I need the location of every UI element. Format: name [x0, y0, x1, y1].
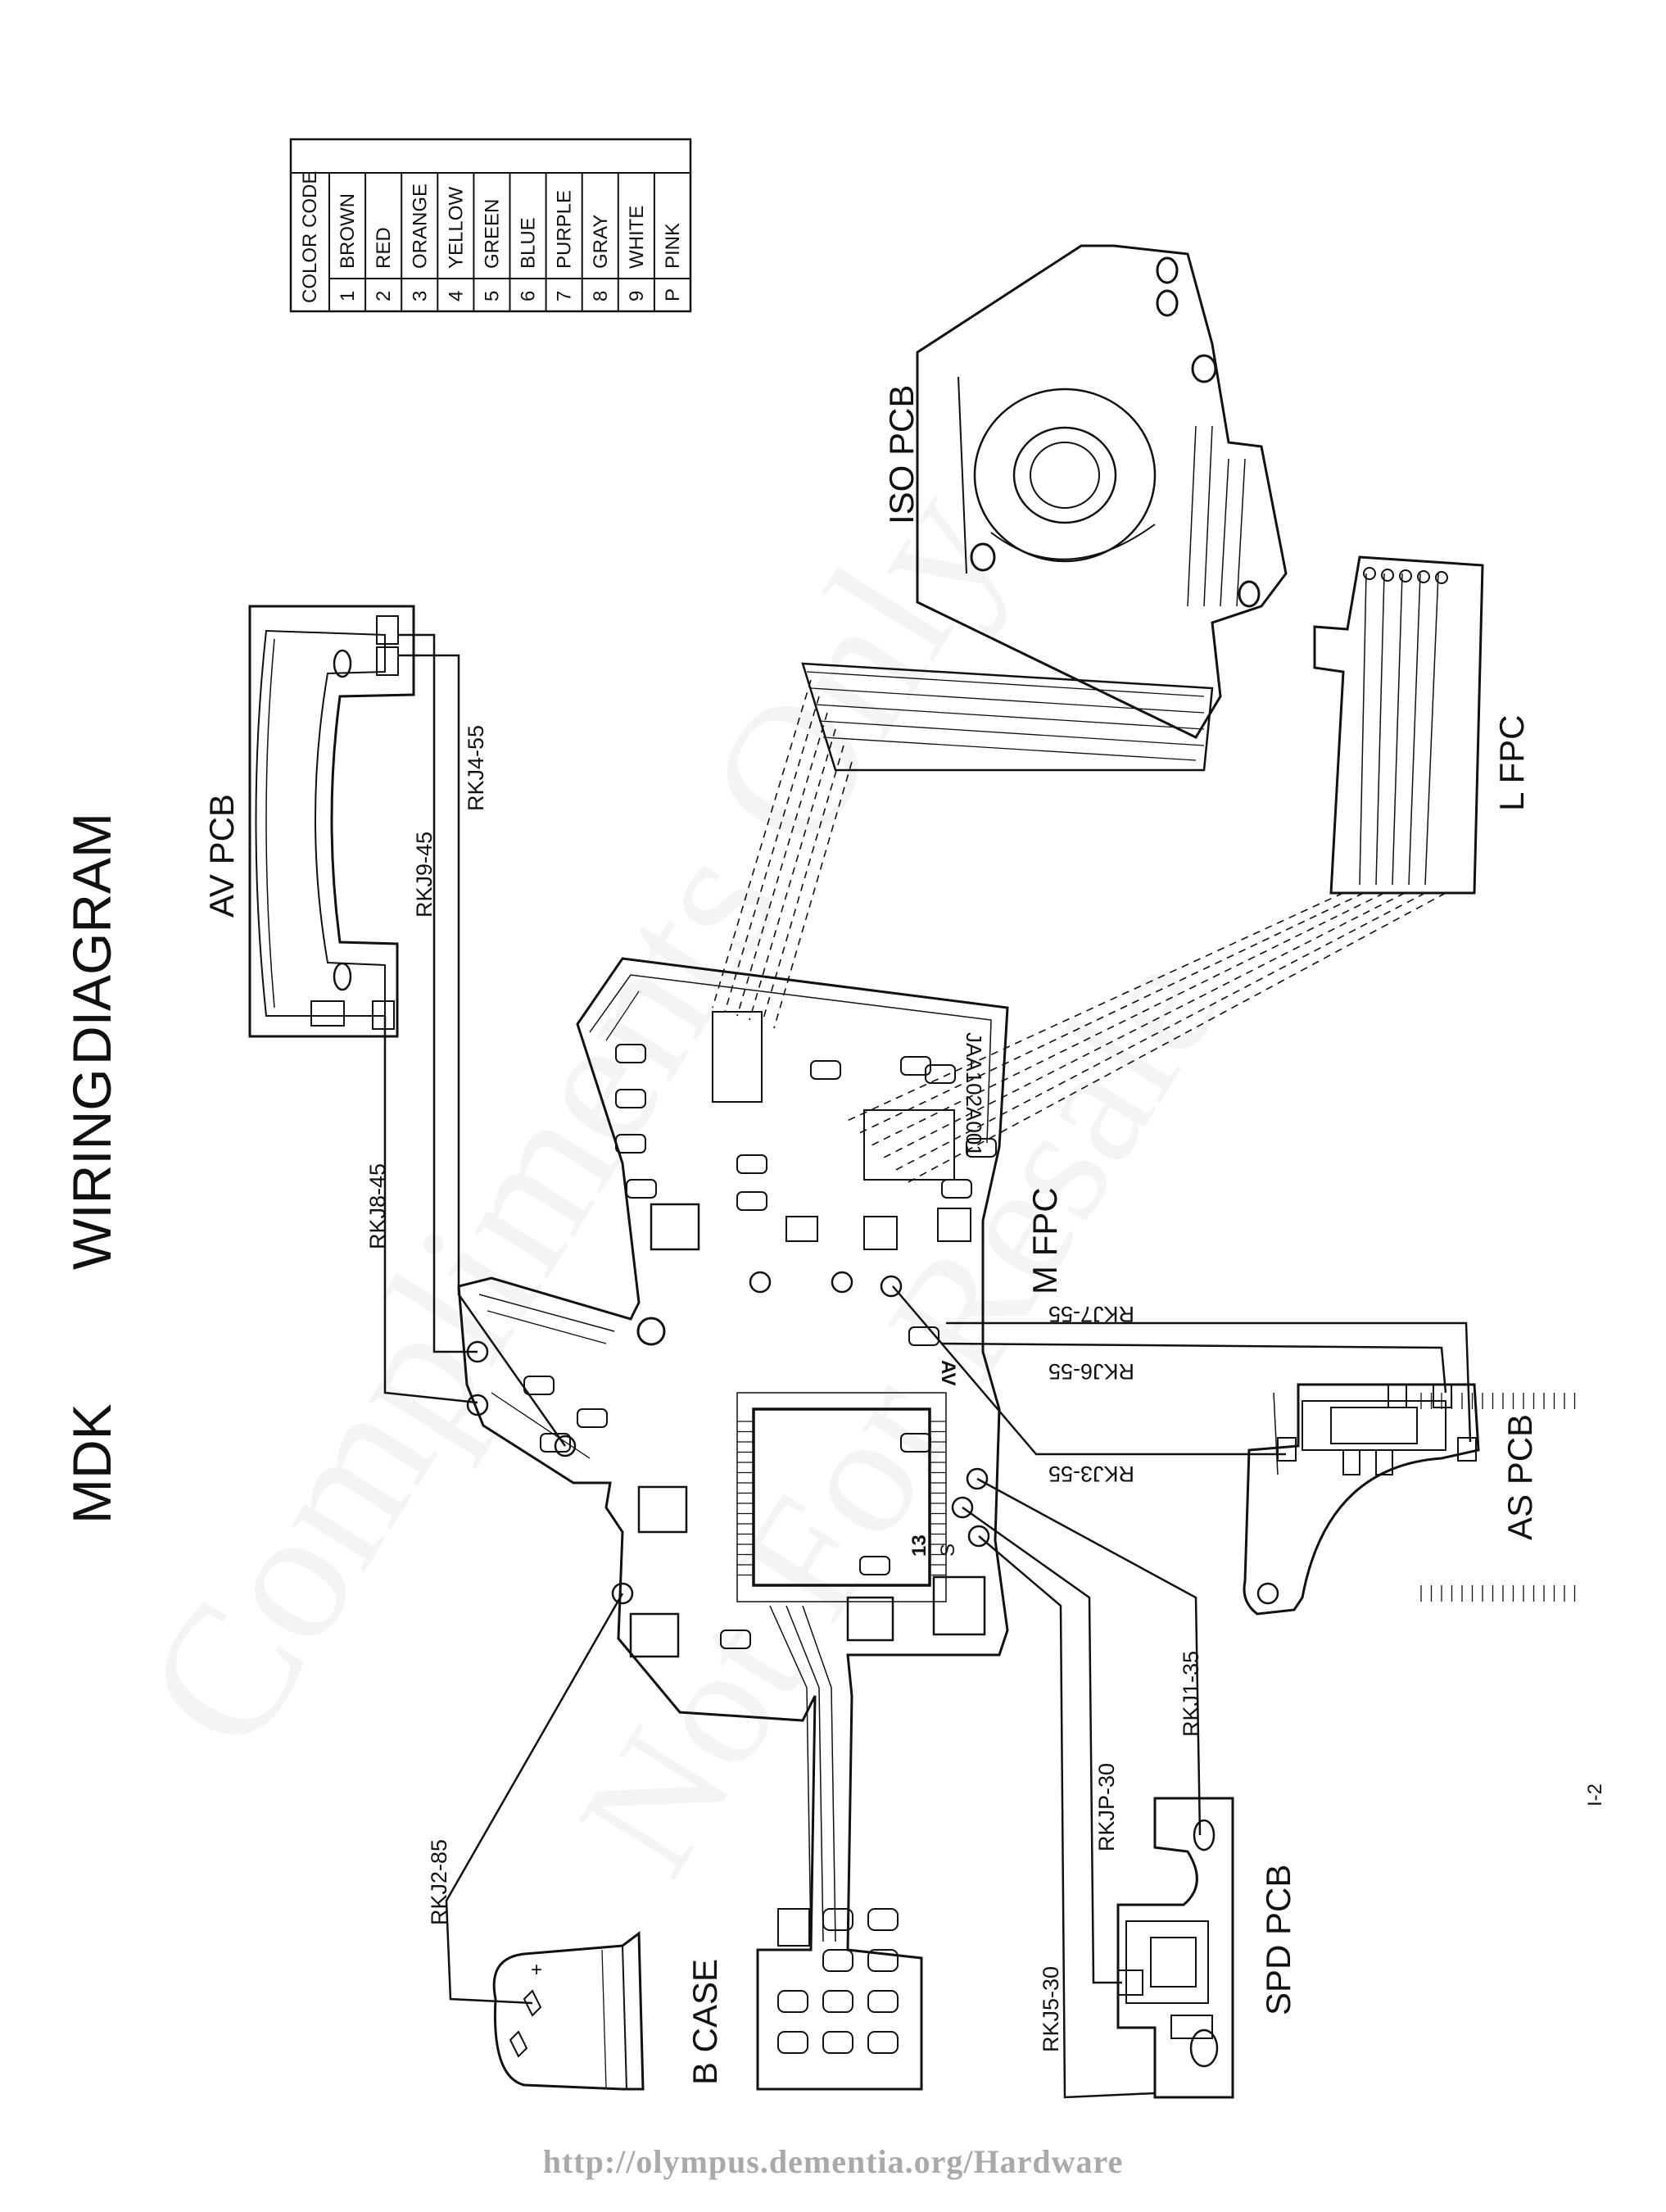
color-code-name: RED	[373, 227, 395, 269]
footer-url: http://olympus.dementia.org/Hardware	[542, 2143, 1124, 2180]
color-code-number: 4	[445, 291, 467, 301]
page-number: I-2	[1584, 1784, 1606, 1806]
l-fpc	[1313, 555, 1484, 895]
marking-av: AV	[937, 1360, 959, 1386]
color-code-number: P	[662, 288, 684, 301]
as-pcb	[1243, 1383, 1480, 1616]
wire-label-rkj7: RKJ7-55	[1048, 1302, 1134, 1326]
color-code-name: BROWN	[337, 193, 359, 269]
color-code-number: 8	[590, 291, 612, 301]
color-code-name: PINK	[662, 223, 684, 269]
color-code-number: 9	[626, 291, 648, 301]
marking-s: S	[937, 1543, 959, 1557]
label-spd-pcb: SPD PCB	[1259, 1865, 1297, 2015]
label-as-pcb: AS PCB	[1501, 1414, 1539, 1540]
color-code-name: GREEN	[481, 199, 503, 269]
wire-label-rkj3: RKJ3-55	[1048, 1462, 1134, 1486]
label-b-case: B CASE	[686, 1959, 724, 2085]
color-code-number: 2	[373, 291, 395, 301]
page-title: MDK WIRING DIAGRAM	[61, 813, 122, 1524]
wire-labels: RKJ8-45 RKJ9-45 RKJ4-55 RKJ7-55 RKJ6-55 …	[365, 725, 1203, 2052]
color-code-number: 1	[337, 291, 359, 301]
b-case: +	[492, 1931, 645, 2091]
color-code-name: ORANGE	[409, 184, 431, 269]
wire-paths	[383, 633, 1472, 2099]
color-code-number: 6	[518, 291, 540, 301]
m-fpc	[457, 957, 1576, 2091]
title-word-diagram: DIAGRAM	[61, 813, 122, 1065]
color-code-name: GRAY	[590, 215, 612, 269]
av-pcb	[248, 605, 415, 1038]
color-code-name: YELLOW	[445, 187, 467, 269]
wire-label-rkj5: RKJ5-30	[1039, 1966, 1063, 2052]
iso-pcb	[801, 244, 1288, 772]
wire-label-rkj2: RKJ2-85	[427, 1839, 451, 1925]
dashed-connections	[712, 679, 1446, 1185]
label-av-pcb: AV PCB	[202, 794, 241, 918]
board-code: JAA102A001	[962, 1032, 986, 1157]
spd-pcb	[1116, 1797, 1234, 2099]
wire-label-rkj4: RKJ4-55	[464, 725, 488, 811]
title-word-mdk: MDK	[61, 1403, 122, 1524]
watermark: Compliments Only Not For Resale	[103, 451, 1256, 1904]
color-code-header: COLOR CODE	[299, 171, 321, 303]
label-m-fpc: M FPC	[1025, 1187, 1064, 1294]
color-code-name: PURPLE	[554, 190, 576, 269]
title-word-wiring: WIRING	[61, 1068, 122, 1270]
wire-label-rkj9: RKJ9-45	[412, 832, 437, 918]
color-code-name: WHITE	[626, 206, 648, 269]
wire-label-rkj1: RKJ1-35	[1179, 1651, 1203, 1737]
color-code-name: BLUE	[518, 217, 540, 269]
label-l-fpc: L FPC	[1492, 715, 1531, 811]
color-code-number: 7	[554, 291, 576, 301]
color-code-table: COLOR CODE 1 BROWN 2 RED 3 ORANGE 4 YELLOW 5 GREE…	[289, 138, 692, 313]
wire-label-rkjp: RKJP-30	[1094, 1763, 1119, 1852]
wire-label-rkj8: RKJ8-45	[365, 1163, 390, 1249]
wire-label-rkj6: RKJ6-55	[1048, 1359, 1134, 1384]
color-code-number: 5	[481, 291, 503, 301]
color-code-number: 3	[409, 291, 431, 301]
label-iso-pcb: ISO PCB	[882, 385, 921, 524]
svg-text:+: +	[531, 1959, 542, 1981]
marking-13: 13	[908, 1534, 930, 1557]
